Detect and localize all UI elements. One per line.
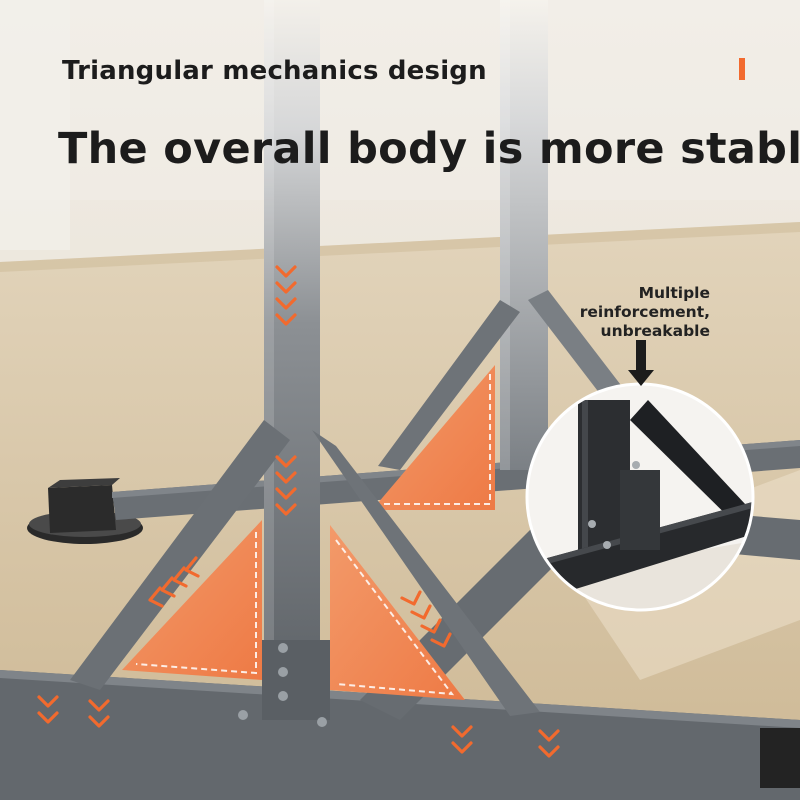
arrow-down-icon xyxy=(628,340,654,386)
subtitle: Triangular mechanics design xyxy=(62,56,487,86)
callout-line: unbreakable xyxy=(600,322,710,340)
chevron-left-icon xyxy=(148,556,200,608)
chevron-down-icon xyxy=(400,590,452,648)
callout-line: Multiple xyxy=(638,284,710,302)
callout-text: Multiple reinforcement, unbreakable xyxy=(560,284,710,341)
page-title: The overall body is more stable xyxy=(58,124,800,174)
accent-bar xyxy=(739,58,745,80)
callout-line: reinforcement, xyxy=(579,303,710,321)
